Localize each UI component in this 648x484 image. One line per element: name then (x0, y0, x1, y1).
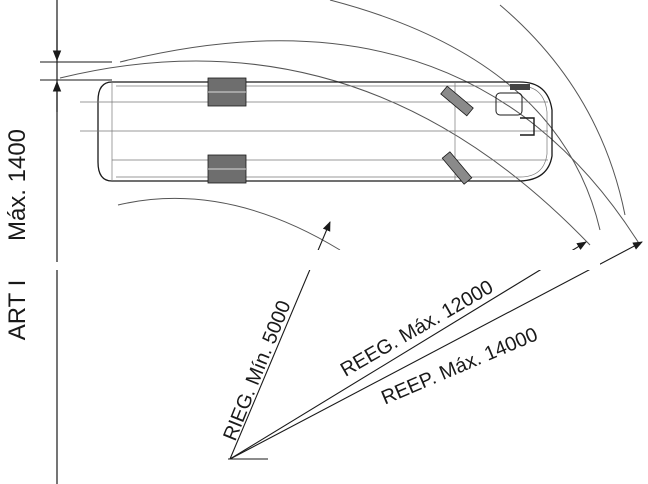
outer-arc-2 (329, 0, 601, 231)
outer-arc (499, 4, 626, 216)
max-height-label: Máx. 1400 (4, 129, 31, 241)
turning-arcs (59, 0, 641, 251)
rieg-label: RIEG. Mín. 5000 (219, 298, 295, 444)
arc-reep (119, 40, 641, 246)
front-wheel-top (440, 85, 474, 117)
separator-band (0, 250, 600, 270)
bus-outline (80, 77, 553, 185)
inner-arc-rieg (117, 197, 341, 251)
ray-reeg (229, 241, 587, 460)
driver-seat (495, 92, 523, 116)
arc-reeg (59, 60, 591, 246)
ray-reep (229, 241, 643, 460)
art-label: ART I (4, 280, 31, 340)
front-wheel-bottom (441, 151, 473, 185)
dimension-guides (40, 0, 112, 484)
